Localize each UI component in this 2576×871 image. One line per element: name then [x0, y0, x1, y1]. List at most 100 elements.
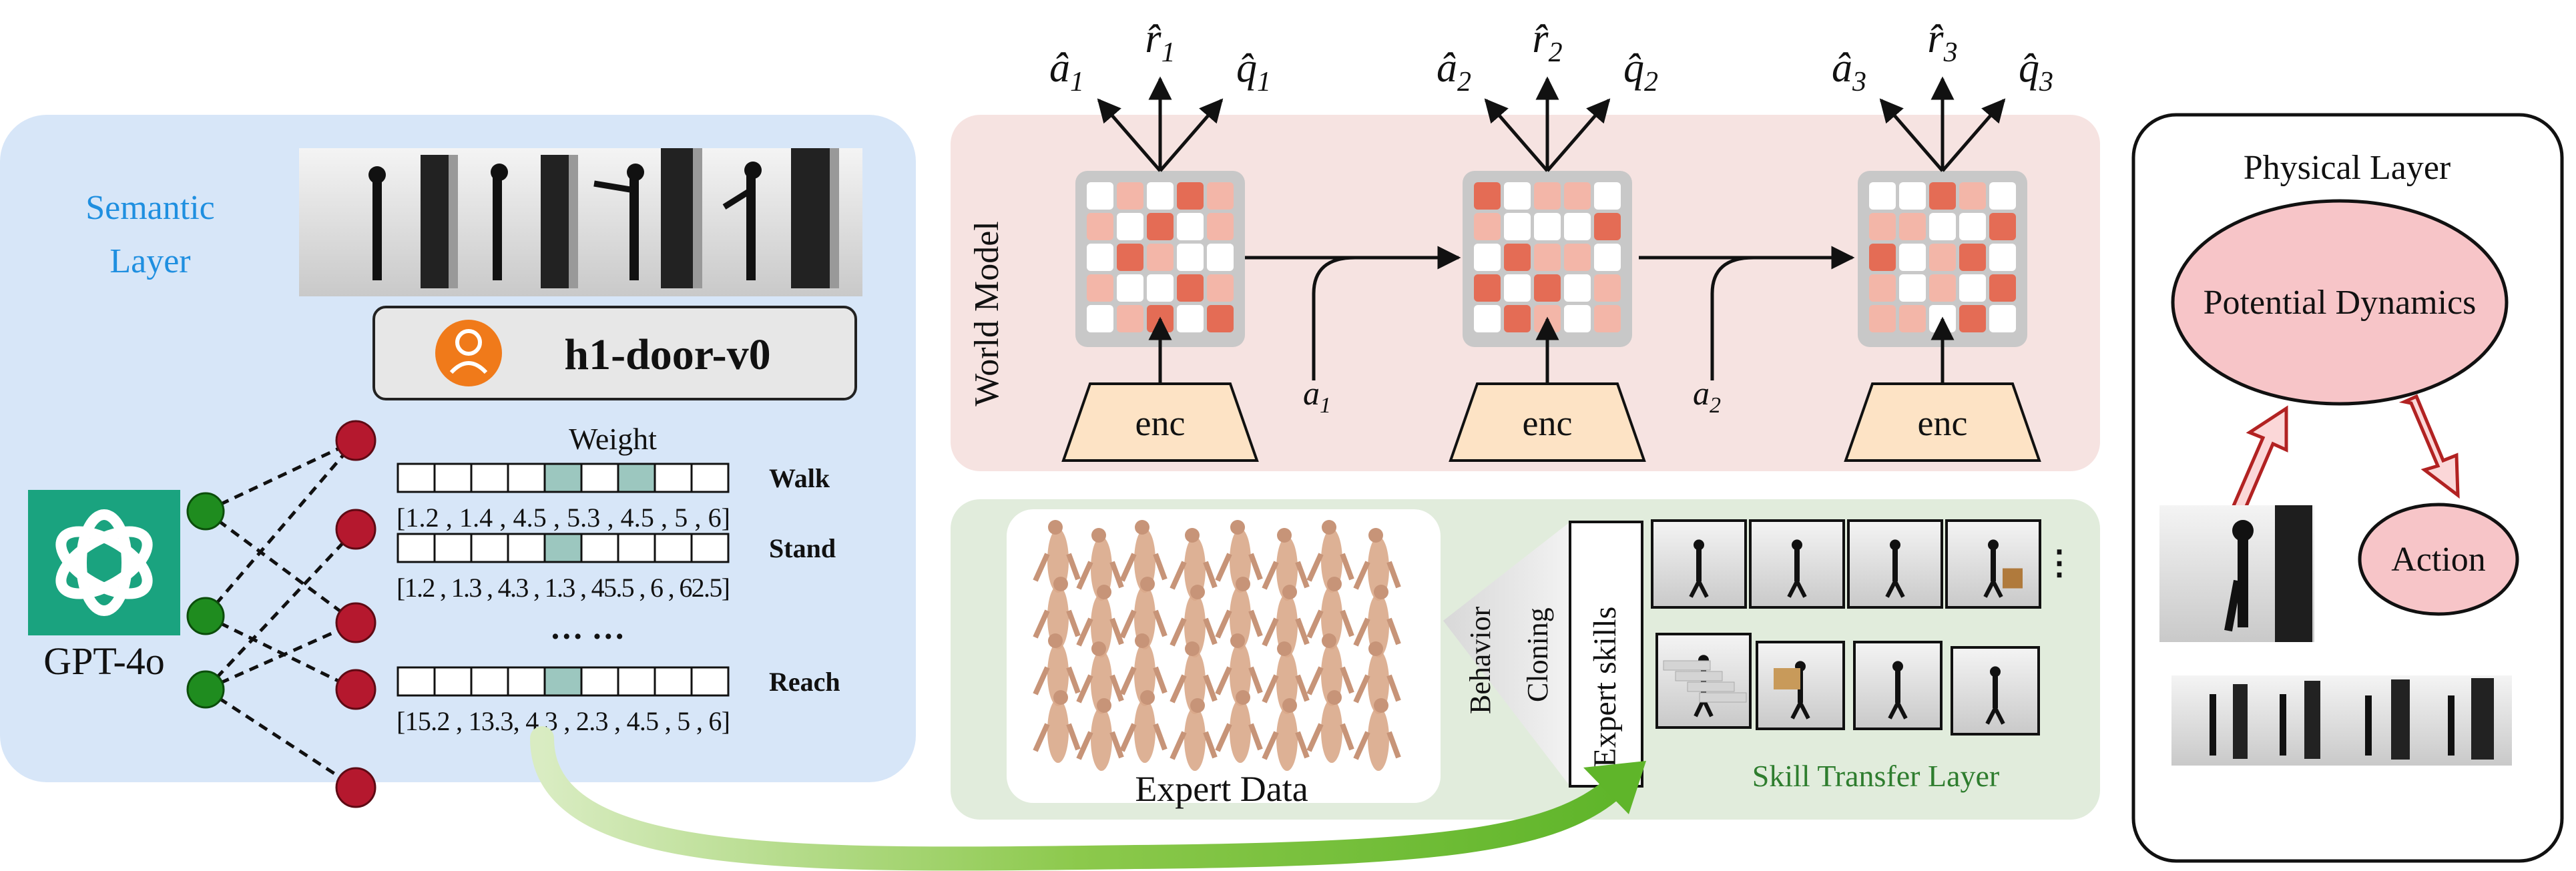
- weight-cell: [654, 666, 693, 697]
- action-label: Action: [2391, 541, 2486, 579]
- potential-dynamics-node: [2171, 199, 2509, 406]
- latent-cell: [1534, 213, 1561, 240]
- latent-cell: [1929, 244, 1956, 271]
- latent-cell: [1534, 182, 1561, 210]
- skill-transfer-arrow: [530, 726, 1646, 871]
- latent-cell: [1117, 213, 1143, 240]
- door-frame-2: [491, 155, 578, 288]
- llm-connection-lines: [204, 439, 357, 790]
- latent-cell: [1177, 305, 1204, 332]
- latent-cell: [1087, 244, 1113, 271]
- skill-transfer-panel: Expert Data Behavior Cloning Expert skil…: [951, 499, 2100, 820]
- gpt-4o-label: GPT-4o: [43, 639, 165, 683]
- encoder-block: [1449, 382, 1646, 462]
- expert-motion-column: [1076, 528, 1124, 771]
- skill-thumbnail: [1749, 519, 1845, 609]
- latent-cell: [1959, 305, 1986, 332]
- weight-cell: [654, 463, 693, 493]
- weight-cell: [470, 463, 509, 493]
- semantic-layer-panel: Semantic Layer: [0, 115, 916, 808]
- expert-motion-column: [1170, 528, 1218, 771]
- physical-layer-panel: Physical Layer Potential Dynamics Action: [2131, 113, 2564, 863]
- weight-cell: [470, 533, 509, 563]
- latent-cell: [1474, 213, 1501, 240]
- weight-cell: [397, 533, 436, 563]
- latent-cell: [1117, 244, 1143, 271]
- weight-row-stand: Stand[1.2 , 1.3 , 4.3 , 1.3 , 45.5 , 6 ,…: [397, 533, 836, 603]
- weight-cell: [690, 533, 730, 563]
- latent-cell: [1207, 274, 1234, 302]
- latent-cell: [1474, 244, 1501, 271]
- weight-title: Weight: [569, 422, 657, 456]
- latent-cell: [1534, 274, 1561, 302]
- skill-thumbnail: [1853, 641, 1943, 730]
- expert-motion-column: [1033, 520, 1081, 763]
- encoder-block: [1061, 382, 1259, 462]
- expert-motion-column: [1262, 528, 1310, 771]
- weight-cell: [470, 666, 509, 697]
- semantic-layer-title-line1: Semantic: [85, 189, 215, 227]
- gpt-4o-logo: GPT-4o: [28, 490, 180, 683]
- weight-cell: [654, 533, 693, 563]
- latent-cell: [1989, 244, 2016, 271]
- cloning-label: Cloning: [1521, 607, 1554, 702]
- latent-cell: [1869, 182, 1896, 210]
- encoder-label: enc: [1523, 403, 1573, 443]
- latent-cell: [1929, 213, 1956, 240]
- predicted-action-label: â1: [1049, 45, 1084, 97]
- weight-cell: [580, 533, 619, 563]
- latent-cell: [1899, 305, 1926, 332]
- latent-cell: [1177, 274, 1204, 302]
- latent-cell: [1504, 274, 1531, 302]
- latent-cell: [1117, 182, 1143, 210]
- latent-cell: [1177, 182, 1204, 210]
- encoder-label: enc: [1135, 403, 1186, 443]
- weight-cell: [543, 533, 583, 563]
- latent-cell: [1959, 244, 1986, 271]
- latent-cell: [1087, 274, 1113, 302]
- weight-cell: [433, 533, 473, 563]
- latent-cell: [1474, 182, 1501, 210]
- weight-rows: Walk[1.2 , 1.4 , 4.5 , 5.3 , 4.5 , 5 , 6…: [397, 463, 840, 736]
- latent-cell: [1959, 274, 1986, 302]
- latent-cell: [1207, 182, 1234, 210]
- weight-cell: [617, 533, 656, 563]
- latent-cell: [1207, 213, 1234, 240]
- weight-cell: [580, 666, 619, 697]
- action-label-2: a2: [1693, 374, 1721, 418]
- expert-data-label: Expert Data: [1135, 769, 1308, 809]
- latent-cell: [1504, 182, 1531, 210]
- latent-cell: [1564, 213, 1591, 240]
- weight-cell: [397, 666, 436, 697]
- encoder-label: enc: [1918, 403, 1968, 443]
- latent-cell: [1564, 305, 1591, 332]
- latent-cell: [1899, 182, 1926, 210]
- physical-layer-title: Physical Layer: [2244, 149, 2451, 187]
- weight-cell: [690, 666, 730, 697]
- skill-label-walk: Walk: [769, 463, 830, 493]
- expert-skills-label: Expert skills: [1587, 607, 1623, 768]
- task-name-box: h1-door-v0: [372, 306, 857, 400]
- latent-cell: [1929, 274, 1956, 302]
- predicted-value-label: q̂2: [1623, 45, 1658, 97]
- action-input-arrow-1: [1312, 256, 1356, 380]
- latent-cell: [1594, 213, 1621, 240]
- latent-cell: [1147, 213, 1174, 240]
- latent-cell: [1594, 182, 1621, 210]
- latent-cell: [1869, 244, 1896, 271]
- physical-image-strip: [2171, 675, 2512, 766]
- latent-cell: [1959, 182, 1986, 210]
- latent-cell: [1989, 213, 2016, 240]
- action-label-1: a1: [1303, 374, 1331, 418]
- semantic-layer-title-line2: Layer: [109, 242, 190, 280]
- latent-cell: [1474, 305, 1501, 332]
- latent-cell: [1474, 274, 1501, 302]
- skill-thumbnail: [1756, 641, 1845, 730]
- predicted-reward-label: r̂1: [1145, 16, 1175, 68]
- latent-cell: [1087, 213, 1113, 240]
- latent-cell: [1087, 182, 1113, 210]
- skill-thumbnail: [1847, 519, 1943, 609]
